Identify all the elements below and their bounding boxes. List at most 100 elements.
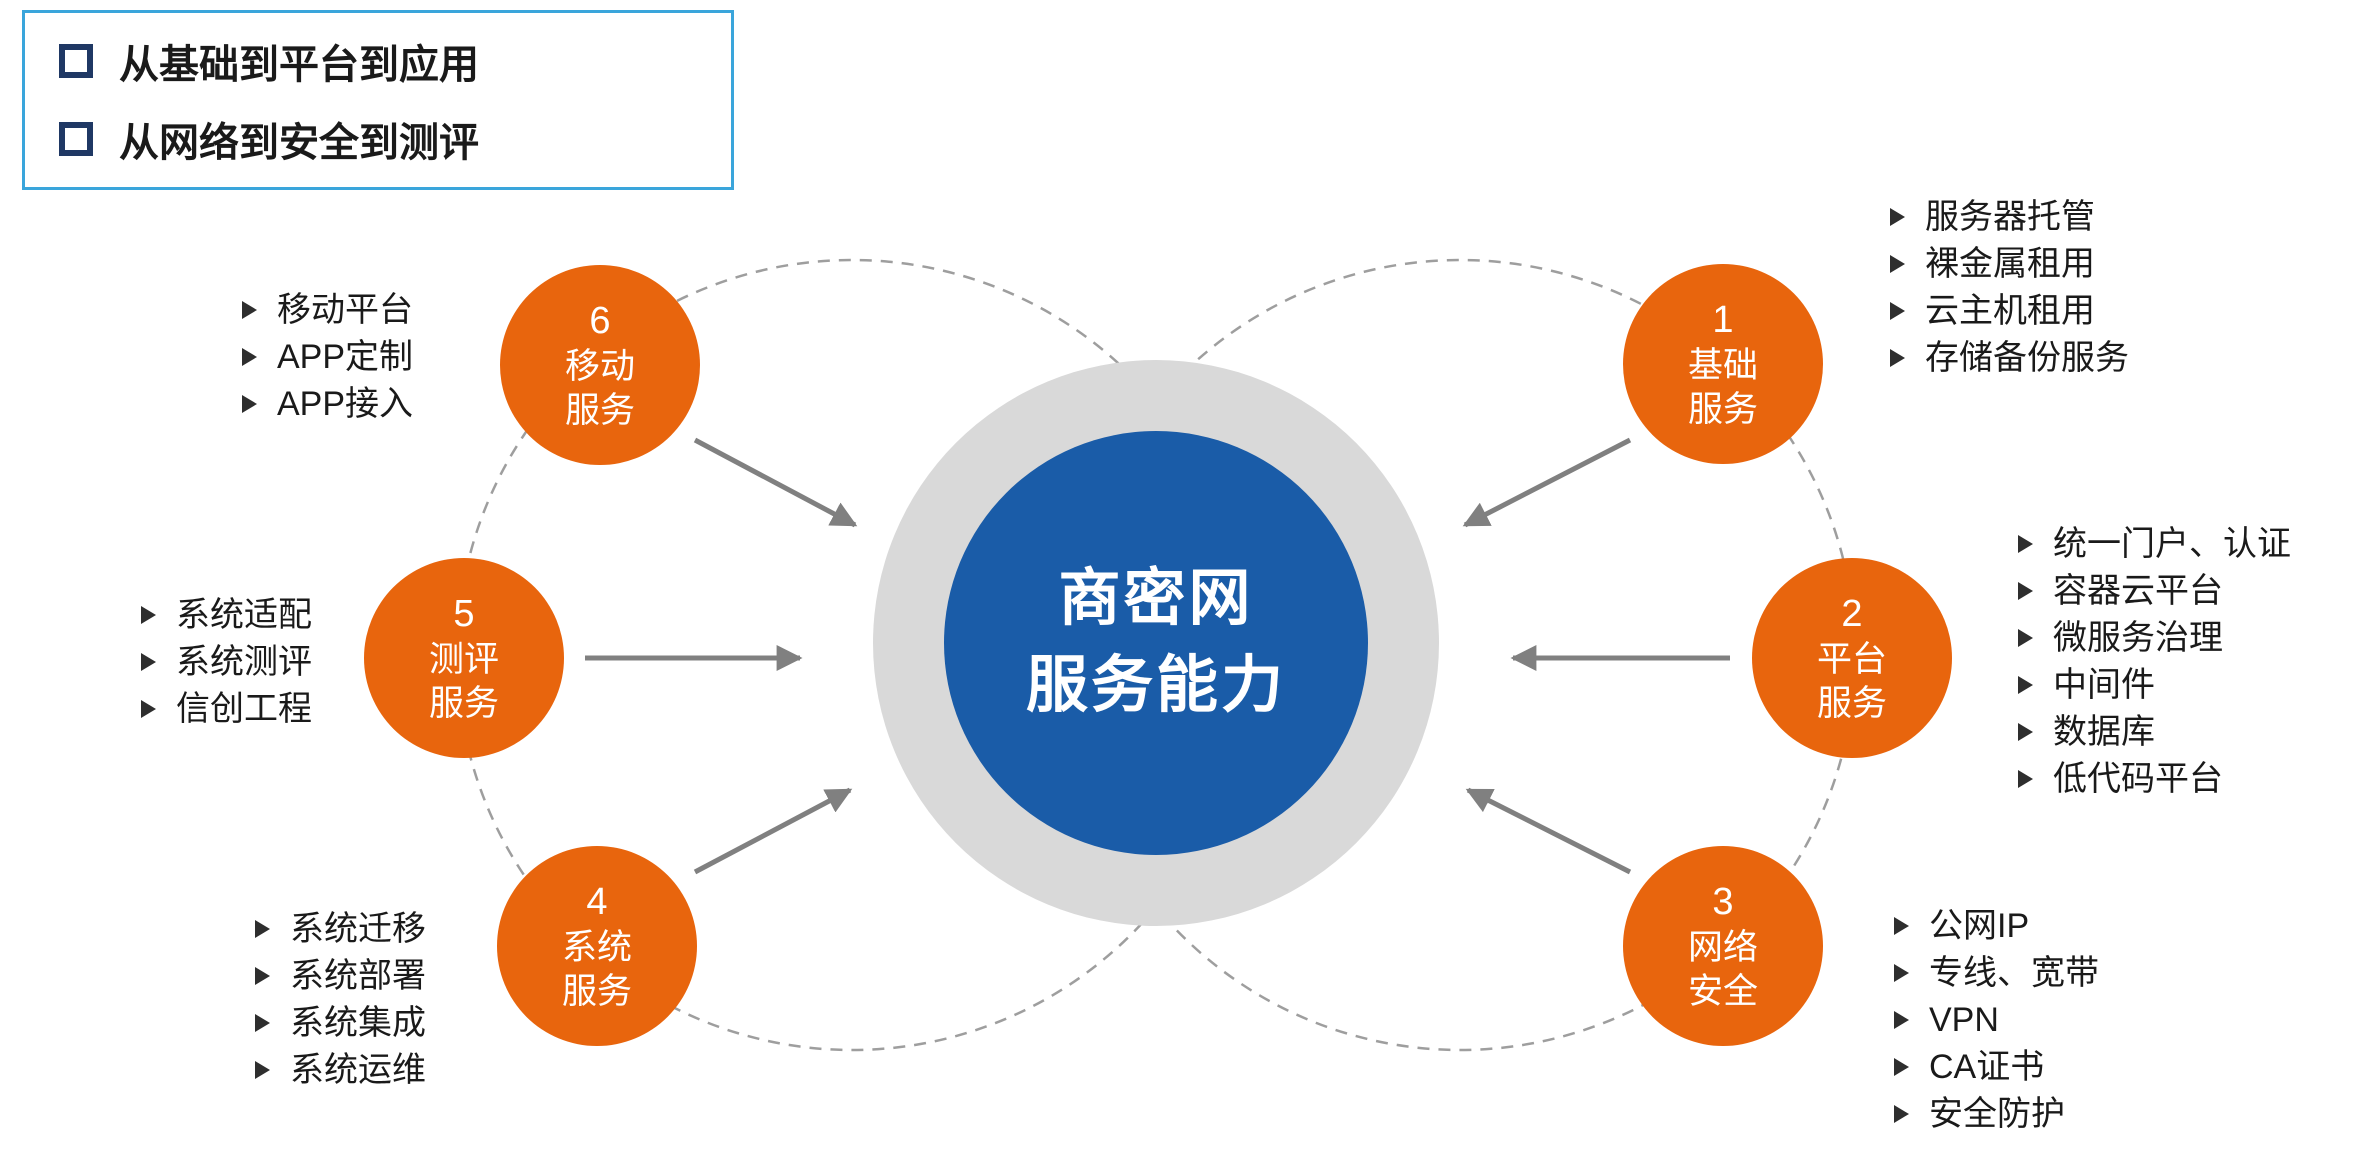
arrow-mobile-to-center [693,437,858,528]
list-item-label: 系统部署 [290,957,426,995]
network-security-list: 公网IP 专线、宽带 VPN CA证书 安全防护 [1894,909,2099,1131]
arrow-bullet-icon [2018,770,2033,788]
node-evaluation-services: 5 测评 服务 [364,558,564,758]
list-item: 系统部署 [255,959,426,993]
list-item-label: 容器云平台 [2053,572,2223,610]
checkbox-icon [59,44,93,79]
platform-services-list: 统一门户、认证 容器云平台 微服务治理 中间件 数据库 低代码平台 [2018,527,2291,796]
list-item: 容器云平台 [2018,574,2291,608]
node-number: 2 [1841,592,1863,635]
legend-box: 从基础到平台到应用 从网络到安全到测评 [22,10,734,190]
arrow-bullet-icon [242,395,257,413]
node-label: 平台 [1816,640,1887,679]
list-item-label: 系统适配 [176,596,312,634]
node-label: 安全 [1687,971,1758,1011]
list-item-label: 系统集成 [290,1004,426,1042]
list-item-label: 服务器托管 [1925,198,2095,236]
list-item-label: 统一门户、认证 [2053,525,2291,563]
arrow-bullet-icon [1890,255,1905,273]
legend-label: 从网络到安全到测评 [119,120,479,165]
basic-services-list: 服务器托管 裸金属租用 云主机租用 存储备份服务 [1890,200,2129,375]
list-item-label: CA证书 [1929,1048,2045,1086]
node-basic-services: 1 基础 服务 [1623,264,1823,464]
arrow-bullet-icon [1890,349,1905,367]
checkbox-icon [59,121,93,156]
arrow-bullet-icon [141,606,156,624]
arrow-bullet-icon [255,920,270,938]
list-item: 移动平台 [242,293,413,327]
arrow-bullet-icon [1894,1105,1909,1123]
list-item: VPN [1894,1003,2099,1037]
list-item-label: 微服务治理 [2053,619,2223,657]
list-item-label: 系统测评 [176,643,312,681]
arrow-bullet-icon [1890,208,1905,226]
list-item-label: 低代码平台 [2053,760,2223,798]
list-item: 存储备份服务 [1890,341,2129,375]
list-item-label: 存储备份服务 [1925,339,2129,377]
node-label: 系统 [561,928,632,967]
node-label: 移动 [564,347,635,386]
legend-item: 从基础到平台到应用 [59,32,731,90]
list-item-label: 安全防护 [1929,1095,2065,1133]
node-label: 服务 [428,683,499,723]
list-item-label: 信创工程 [176,690,312,728]
list-item: 系统适配 [141,598,312,632]
arrow-bullet-icon [2018,629,2033,647]
system-services-list: 系统迁移 系统部署 系统集成 系统运维 [255,912,426,1087]
legend-label: 从基础到平台到应用 [119,43,479,88]
list-item-label: 中间件 [2053,666,2155,704]
center-title-line1: 商密网 [1058,564,1254,634]
list-item: 云主机租用 [1890,294,2129,328]
arrow-basic-to-center [1462,437,1632,528]
list-item: 服务器托管 [1890,200,2129,234]
arrow-bullet-icon [2018,535,2033,553]
node-number: 4 [586,880,608,923]
list-item: 系统测评 [141,645,312,679]
list-item: 低代码平台 [2018,762,2291,796]
node-number: 1 [1712,298,1734,341]
node-number: 5 [453,592,475,635]
list-item: 信创工程 [141,692,312,726]
list-item: 公网IP [1894,909,2099,943]
node-system-services: 4 系统 服务 [497,846,697,1046]
list-item: 微服务治理 [2018,621,2291,655]
arrow-network-to-center [1465,787,1632,875]
list-item: 系统集成 [255,1006,426,1040]
arrow-bullet-icon [255,967,270,985]
list-item-label: 系统运维 [290,1051,426,1089]
list-item-label: 专线、宽带 [1929,954,2099,992]
list-item-label: 移动平台 [277,291,413,329]
node-label: 基础 [1687,346,1758,385]
arrow-bullet-icon [141,700,156,718]
list-item-label: 裸金属租用 [1925,245,2095,283]
list-item: APP定制 [242,340,413,374]
list-item: 系统运维 [255,1053,426,1087]
list-item: 统一门户、认证 [2018,527,2291,561]
list-item: 数据库 [2018,715,2291,749]
center-title-line2: 服务能力 [1025,651,1286,720]
list-item: 裸金属租用 [1890,247,2129,281]
list-item-label: APP定制 [277,338,414,376]
node-label: 网络 [1687,928,1758,967]
list-item: 系统迁移 [255,912,426,946]
arrow-bullet-icon [255,1061,270,1079]
list-item: 安全防护 [1894,1097,2099,1131]
arrow-bullet-icon [1894,964,1909,982]
list-item: 专线、宽带 [1894,956,2099,990]
arrow-bullet-icon [242,301,257,319]
list-item-label: 云主机租用 [1925,292,2095,330]
node-label: 服务 [564,390,635,430]
arrow-bullet-icon [242,348,257,366]
arrow-bullet-icon [1894,1011,1909,1029]
list-item: 中间件 [2018,668,2291,702]
list-item-label: APP接入 [277,385,414,423]
list-item-label: 公网IP [1929,907,2030,945]
list-item-label: 数据库 [2053,713,2155,751]
arrow-bullet-icon [2018,676,2033,694]
evaluation-services-list: 系统适配 系统测评 信创工程 [141,598,312,726]
legend-item: 从网络到安全到测评 [59,110,731,168]
node-label: 服务 [1687,389,1758,429]
mobile-services-list: 移动平台 APP定制 APP接入 [242,293,413,421]
arrow-bullet-icon [1894,1058,1909,1076]
